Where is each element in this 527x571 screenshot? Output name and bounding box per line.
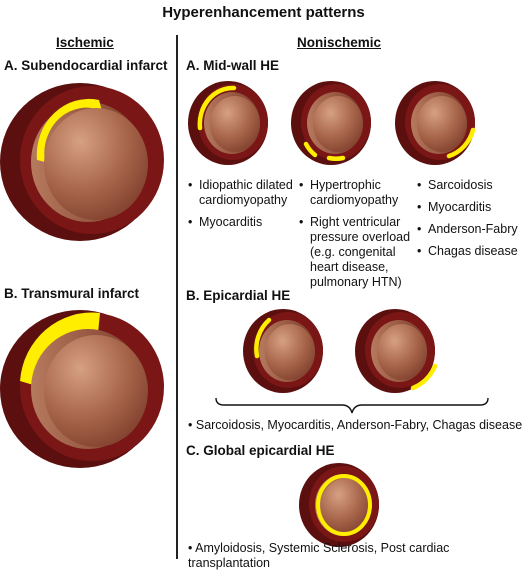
global-epicardial-list: • Amyloidosis, Systemic Sclerosis, Post … [188,541,450,570]
ischemic-heading: Ischemic [56,35,114,50]
global-epicardial-label: C. Global epicardial HE [186,443,335,458]
list-item: Anderson-Fabry [417,222,525,237]
page-title: Hyperenhancement patterns [162,4,365,21]
grouping-brace [215,397,489,414]
epicardial-label: B. Epicardial HE [186,288,291,303]
subendocardial-enhancement [36,98,102,162]
list-item: Myocarditis [417,200,525,215]
heart-cavity [44,108,148,220]
list-item: Myocarditis [188,215,298,230]
epicardial-heart-2 [355,309,438,393]
subendocardial-heart-diagram [0,83,164,241]
list-item: Sarcoidosis [417,178,525,193]
midwall-heart-1 [188,81,268,165]
list-item: Chagas disease [417,244,525,259]
midwall-list-1: Idiopathic dilated cardiomyopathy Myocar… [188,178,298,237]
subendocardial-label: A. Subendocardial infarct [4,58,168,73]
midwall-enhancement-inferior [326,155,346,161]
midwall-heart-2 [291,81,371,165]
midwall-enhancement-lateral [446,127,476,159]
epicardial-enhancement-lateral [410,363,438,391]
epicardial-heart-1 [243,309,323,393]
midwall-label: A. Mid-wall HE [186,58,280,73]
list-item: Idiopathic dilated cardiomyopathy [188,178,298,208]
midwall-heart-3 [395,81,476,165]
midwall-list-2: Hypertrophic cardiomyopathy Right ventri… [299,178,417,297]
list-item: Hypertrophic cardiomyopathy [299,178,417,208]
nonischemic-heading: Nonischemic [297,35,382,50]
midwall-list-3: Sarcoidosis Myocarditis Anderson-Fabry C… [417,178,525,266]
midwall-enhancement [197,85,237,131]
transmural-heart-diagram [0,310,164,468]
list-item: Right ventricular pressure overload (e.g… [299,215,417,290]
global-epicardial-heart [299,463,379,547]
epicardial-list: • Sarcoidosis, Myocarditis, Anderson-Fab… [188,418,523,432]
bullet: • [188,418,196,432]
midwall-enhancement-septal [303,141,318,158]
global-epicardial-enhancement [316,474,372,536]
epicardial-enhancement-septal [254,317,272,359]
transmural-label: B. Transmural infarct [4,286,140,301]
column-divider [176,35,178,559]
bullet: • [188,541,196,555]
heart-cavity [44,335,148,447]
